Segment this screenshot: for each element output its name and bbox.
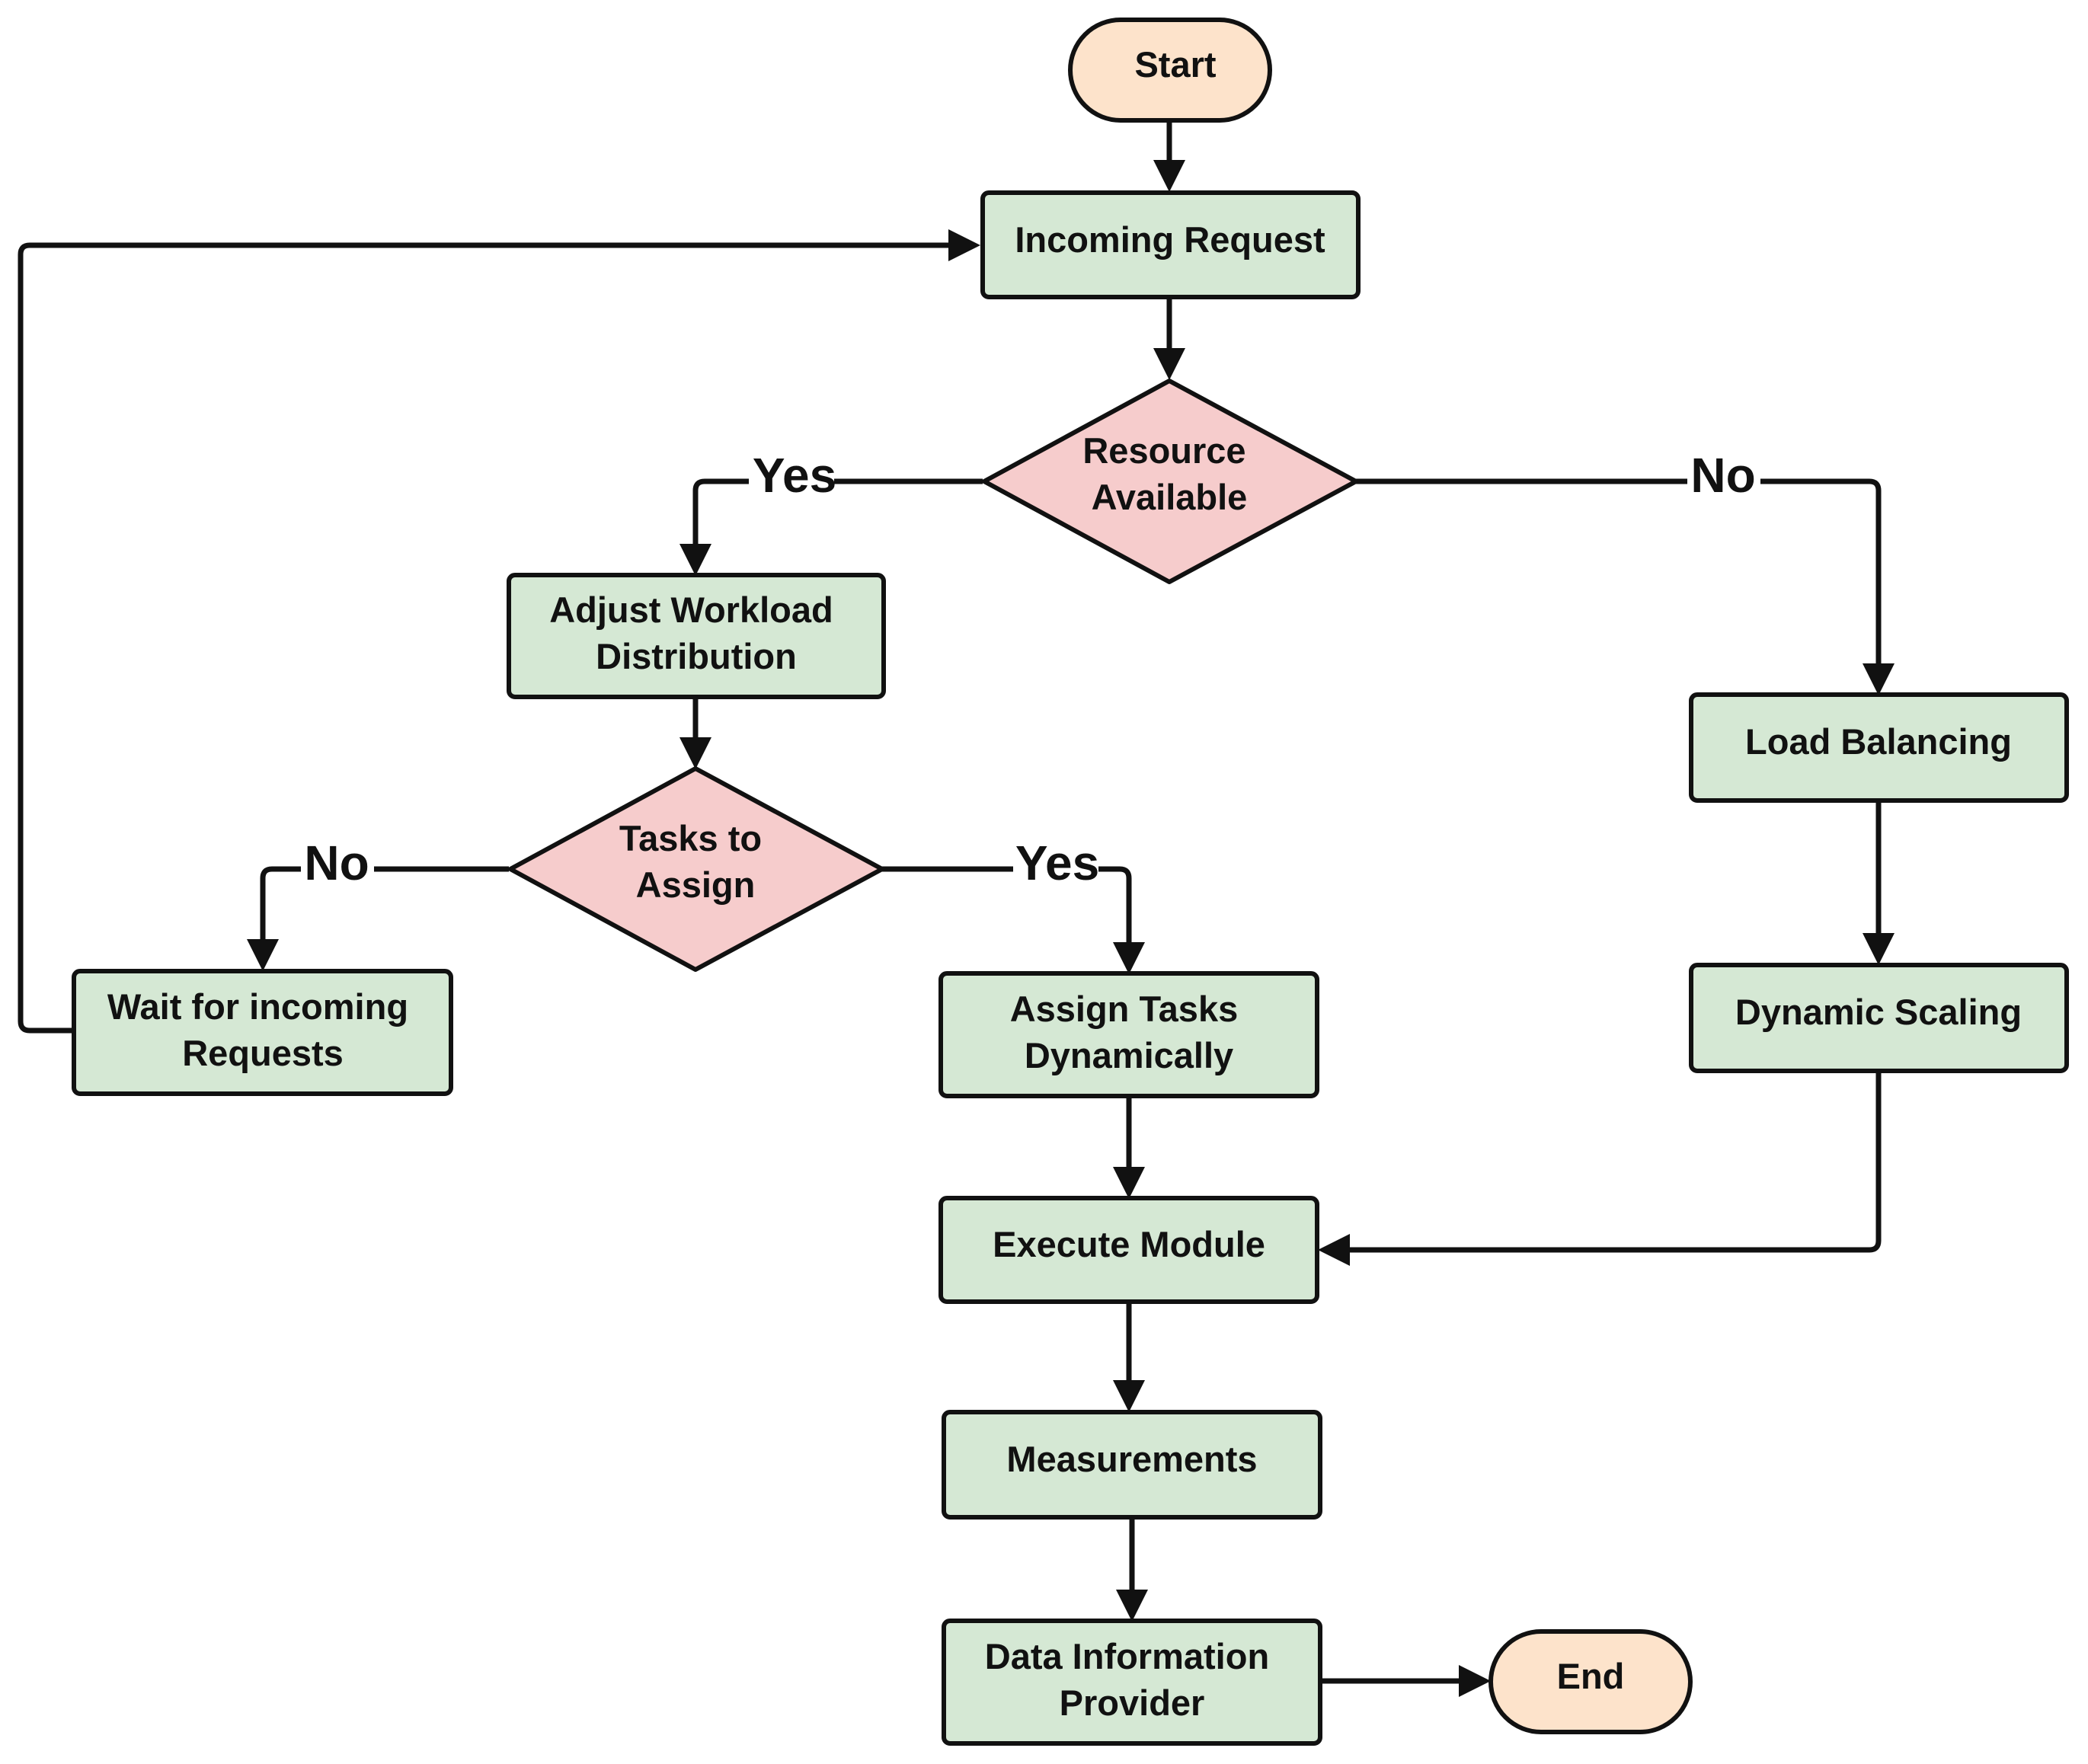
- incoming-request-label: Incoming Request: [1015, 219, 1325, 260]
- svg-text:Start: Start: [1134, 44, 1216, 85]
- measurements-label: Measurements: [1006, 1439, 1257, 1479]
- load-balancing-shape: [1689, 692, 2069, 803]
- adjust-workload-label-line2: Distribution: [596, 636, 797, 676]
- edges: [18, 122, 1895, 1697]
- edge-resource-no-to-load-balancing: [1356, 478, 1895, 695]
- dynamic-scaling-label: Dynamic Scaling: [1735, 992, 2022, 1032]
- measurements-shape: [942, 1410, 1322, 1520]
- execute-module-process: Execute Module: [938, 1196, 1319, 1304]
- wait-for-requests-process: Wait for incoming Requests: [72, 969, 453, 1096]
- adjust-workload-process: Adjust Workload Distribution: [507, 573, 886, 699]
- svg-text:Execute Module: Execute Module: [993, 1224, 1265, 1264]
- svg-text:Data Information Provi: Data Information Provider: [985, 1636, 1279, 1723]
- svg-text:Adjust Workload Distri: Adjust Workload Distribution: [549, 590, 843, 676]
- label-bg: [1013, 836, 1098, 893]
- wait-for-requests-shape: [72, 969, 453, 1096]
- data-info-provider-shape: [942, 1619, 1322, 1746]
- svg-text:Measurements: Measurements: [1006, 1439, 1257, 1479]
- load-balancing-label: Load Balancing: [1745, 721, 2012, 762]
- assign-tasks-shape: [938, 971, 1319, 1098]
- load-balancing-process: Load Balancing: [1689, 692, 2069, 803]
- execute-module-label: Execute Module: [993, 1224, 1265, 1264]
- svg-text:Tasks to Assign: Tasks to Assign: [619, 818, 772, 905]
- tasks-to-assign-label-line2: Assign: [636, 864, 756, 905]
- resource-available-label-line1: Resource: [1082, 430, 1245, 471]
- label-bg: [749, 448, 834, 506]
- nodes: Start Incoming Request Resource Availabl…: [72, 18, 2069, 1746]
- end-shape: [1488, 1629, 1693, 1734]
- edge-dynamic-scaling-to-execute-module: [1318, 1072, 1882, 1266]
- data-info-provider-process: Data Information Provider: [942, 1619, 1322, 1746]
- incoming-request-process: Incoming Request: [980, 190, 1361, 299]
- svg-text:Wait for incoming Requ: Wait for incoming Requests: [107, 986, 418, 1073]
- edge-labels: Yes No No Yes: [301, 448, 1760, 893]
- start-shape: [1068, 18, 1272, 123]
- edge-resource-yes-to-adjust-workload: [679, 478, 983, 576]
- start-terminal: Start: [1068, 18, 1272, 123]
- data-info-provider-label-line2: Provider: [1060, 1683, 1205, 1723]
- svg-text:Resource Available: Resource Available: [1082, 430, 1255, 517]
- label-tasks-no: No: [304, 836, 369, 890]
- svg-text:Load Balancing: Load Balancing: [1745, 721, 2012, 762]
- wait-for-requests-label-line2: Requests: [182, 1033, 344, 1073]
- execute-module-shape: [938, 1196, 1319, 1304]
- end-label: End: [1557, 1656, 1625, 1696]
- assign-tasks-process: Assign Tasks Dynamically: [938, 971, 1319, 1098]
- edge-tasks-no-to-wait: [247, 866, 509, 971]
- label-resource-no: No: [1690, 448, 1755, 503]
- adjust-workload-shape: [507, 573, 886, 699]
- tasks-to-assign-decision: Tasks to Assign: [508, 766, 884, 972]
- svg-text:Dynamic Scaling: Dynamic Scaling: [1735, 992, 2022, 1032]
- resource-available-label-line2: Available: [1092, 477, 1248, 517]
- start-label: Start: [1134, 44, 1216, 85]
- edge-tasks-yes-to-assign-tasks: [882, 866, 1145, 974]
- incoming-request-shape: [980, 190, 1361, 299]
- data-info-provider-label-line1: Data Information: [985, 1636, 1269, 1676]
- assign-tasks-label-line2: Dynamically: [1025, 1035, 1233, 1075]
- adjust-workload-label-line1: Adjust Workload: [549, 590, 833, 630]
- label-resource-yes: Yes: [753, 448, 836, 503]
- assign-tasks-label-line1: Assign Tasks: [1010, 989, 1239, 1029]
- tasks-to-assign-label-line1: Tasks to: [619, 818, 762, 858]
- edge-wait-loop-to-incoming-request: [18, 229, 980, 1034]
- wait-for-requests-label-line1: Wait for incoming: [107, 986, 408, 1027]
- end-terminal: End: [1488, 1629, 1693, 1734]
- label-bg: [1687, 448, 1760, 506]
- svg-text:End: End: [1557, 1656, 1625, 1696]
- measurements-process: Measurements: [942, 1410, 1322, 1520]
- dynamic-scaling-shape: [1689, 963, 2069, 1073]
- dynamic-scaling-process: Dynamic Scaling: [1689, 963, 2069, 1073]
- tasks-to-assign-shape: [508, 766, 884, 972]
- label-bg: [301, 836, 374, 893]
- resource-available-shape: [982, 379, 1358, 584]
- svg-text:Assign Tasks Dynamical: Assign Tasks Dynamically: [1010, 989, 1249, 1075]
- svg-text:Incoming Request: Incoming Request: [1015, 219, 1325, 260]
- resource-available-decision: Resource Available: [982, 379, 1358, 584]
- label-tasks-yes: Yes: [1015, 836, 1099, 890]
